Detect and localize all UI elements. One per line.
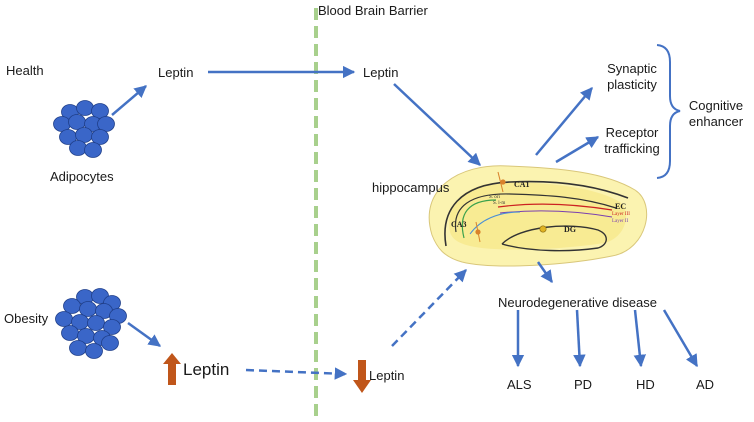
leptin-obesity-central: Leptin [369,368,405,383]
adipocyte-obesity-cell [87,315,105,331]
adipocyte-health-cell [91,129,109,145]
ec-label: EC [615,202,627,211]
cognitive-brace [656,44,681,179]
adipocyte-obesity-cell [101,335,119,351]
adipocyte-obesity-cell [79,301,97,317]
leptin-health-peripheral: Leptin [158,65,194,80]
arrow-to-pd [573,309,586,368]
hippocampus-inner-tone [449,182,627,250]
adipocyte-obesity-cell [63,298,81,314]
synaptic-line-1: Synaptic [607,61,657,76]
arrow-adipocytes-to-leptin [111,85,147,116]
receptor-trafficking-label: Receptor trafficking [598,125,666,158]
neurodegenerative-disease-label: Neurodegenerative disease [498,295,657,310]
dg-label: DG [564,225,576,234]
arrow-to-receptor-trafficking [555,135,600,164]
arrow-obese-leptin-to-hippocampus [391,269,467,347]
ca1-label: CA1 [514,180,530,189]
down-arrow-icon [353,360,371,393]
obesity-label: Obesity [4,311,49,326]
arrow-to-ad [662,309,699,368]
mossy-fiber-path [461,199,497,239]
adipocyte-health-cell [76,100,94,116]
receptor-line-2: trafficking [604,141,660,157]
ca3-label: CA3 [451,220,467,229]
layer-iii-label: Layer III [612,212,630,217]
leptin-obesity-peripheral: Leptin [183,360,230,379]
stratum-lm-label: S. l-m [493,201,506,206]
cognitive-enhancer-label: Cognitive enhancer [684,98,748,131]
leptin-health-central: Leptin [363,65,399,80]
hippocampus-label: hippocampus [372,180,450,195]
adipocyte-obesity-cell [61,325,79,341]
synaptic-line-2: plasticity [607,77,657,93]
adipocytes-label: Adipocytes [50,169,114,184]
up-arrow-icon [163,353,181,385]
pyramidal-layer-outer [444,180,629,247]
disease-hd: HD [636,377,655,392]
dentate-granule-cell [539,225,547,233]
arrow-to-hd [633,309,647,368]
pyramidal-layer-inner [454,193,617,233]
health-label: Health [6,63,44,78]
synaptic-plasticity-label: Synaptic plasticity [600,61,664,94]
adipocytes-health-cluster [53,100,115,158]
hippocampus-illustration [428,165,648,267]
adipocytes-obesity-cluster [55,288,127,359]
disease-als: ALS [507,377,532,392]
arrow-leptin-to-hippocampus [393,83,481,166]
disease-ad: AD [696,377,715,392]
schaffer-collateral-blue [469,211,521,235]
blood-brain-barrier-label: Blood Brain Barrier [318,3,428,18]
arrow-to-synaptic-plasticity [535,87,593,156]
stratum-oriens-label: S. ori [489,195,500,200]
adipocyte-health-cell [69,140,87,156]
adipocyte-obesity-cell [69,340,87,356]
adipocyte-obesity-cell [55,311,73,327]
arrow-obese-adipocytes-to-leptin [127,321,162,348]
ca1-neuron-soma [500,179,506,185]
receptor-line-1: Receptor [605,125,659,140]
adipocyte-obesity-cell [103,319,121,335]
layer-ii-label: Layer II [612,219,629,224]
adipocyte-health-cell [84,142,102,158]
ca3-neuron-soma [475,229,481,235]
adipocyte-obesity-cell [85,343,103,359]
cognitive-line-1: Cognitive [688,98,744,113]
arrow-hippocampus-to-disease [536,261,554,284]
disease-pd: PD [574,377,593,392]
cognitive-line-2: enhancer [688,114,744,130]
perforant-path-red [497,203,613,211]
arrow-obese-leptin-across-barrier [245,367,348,380]
